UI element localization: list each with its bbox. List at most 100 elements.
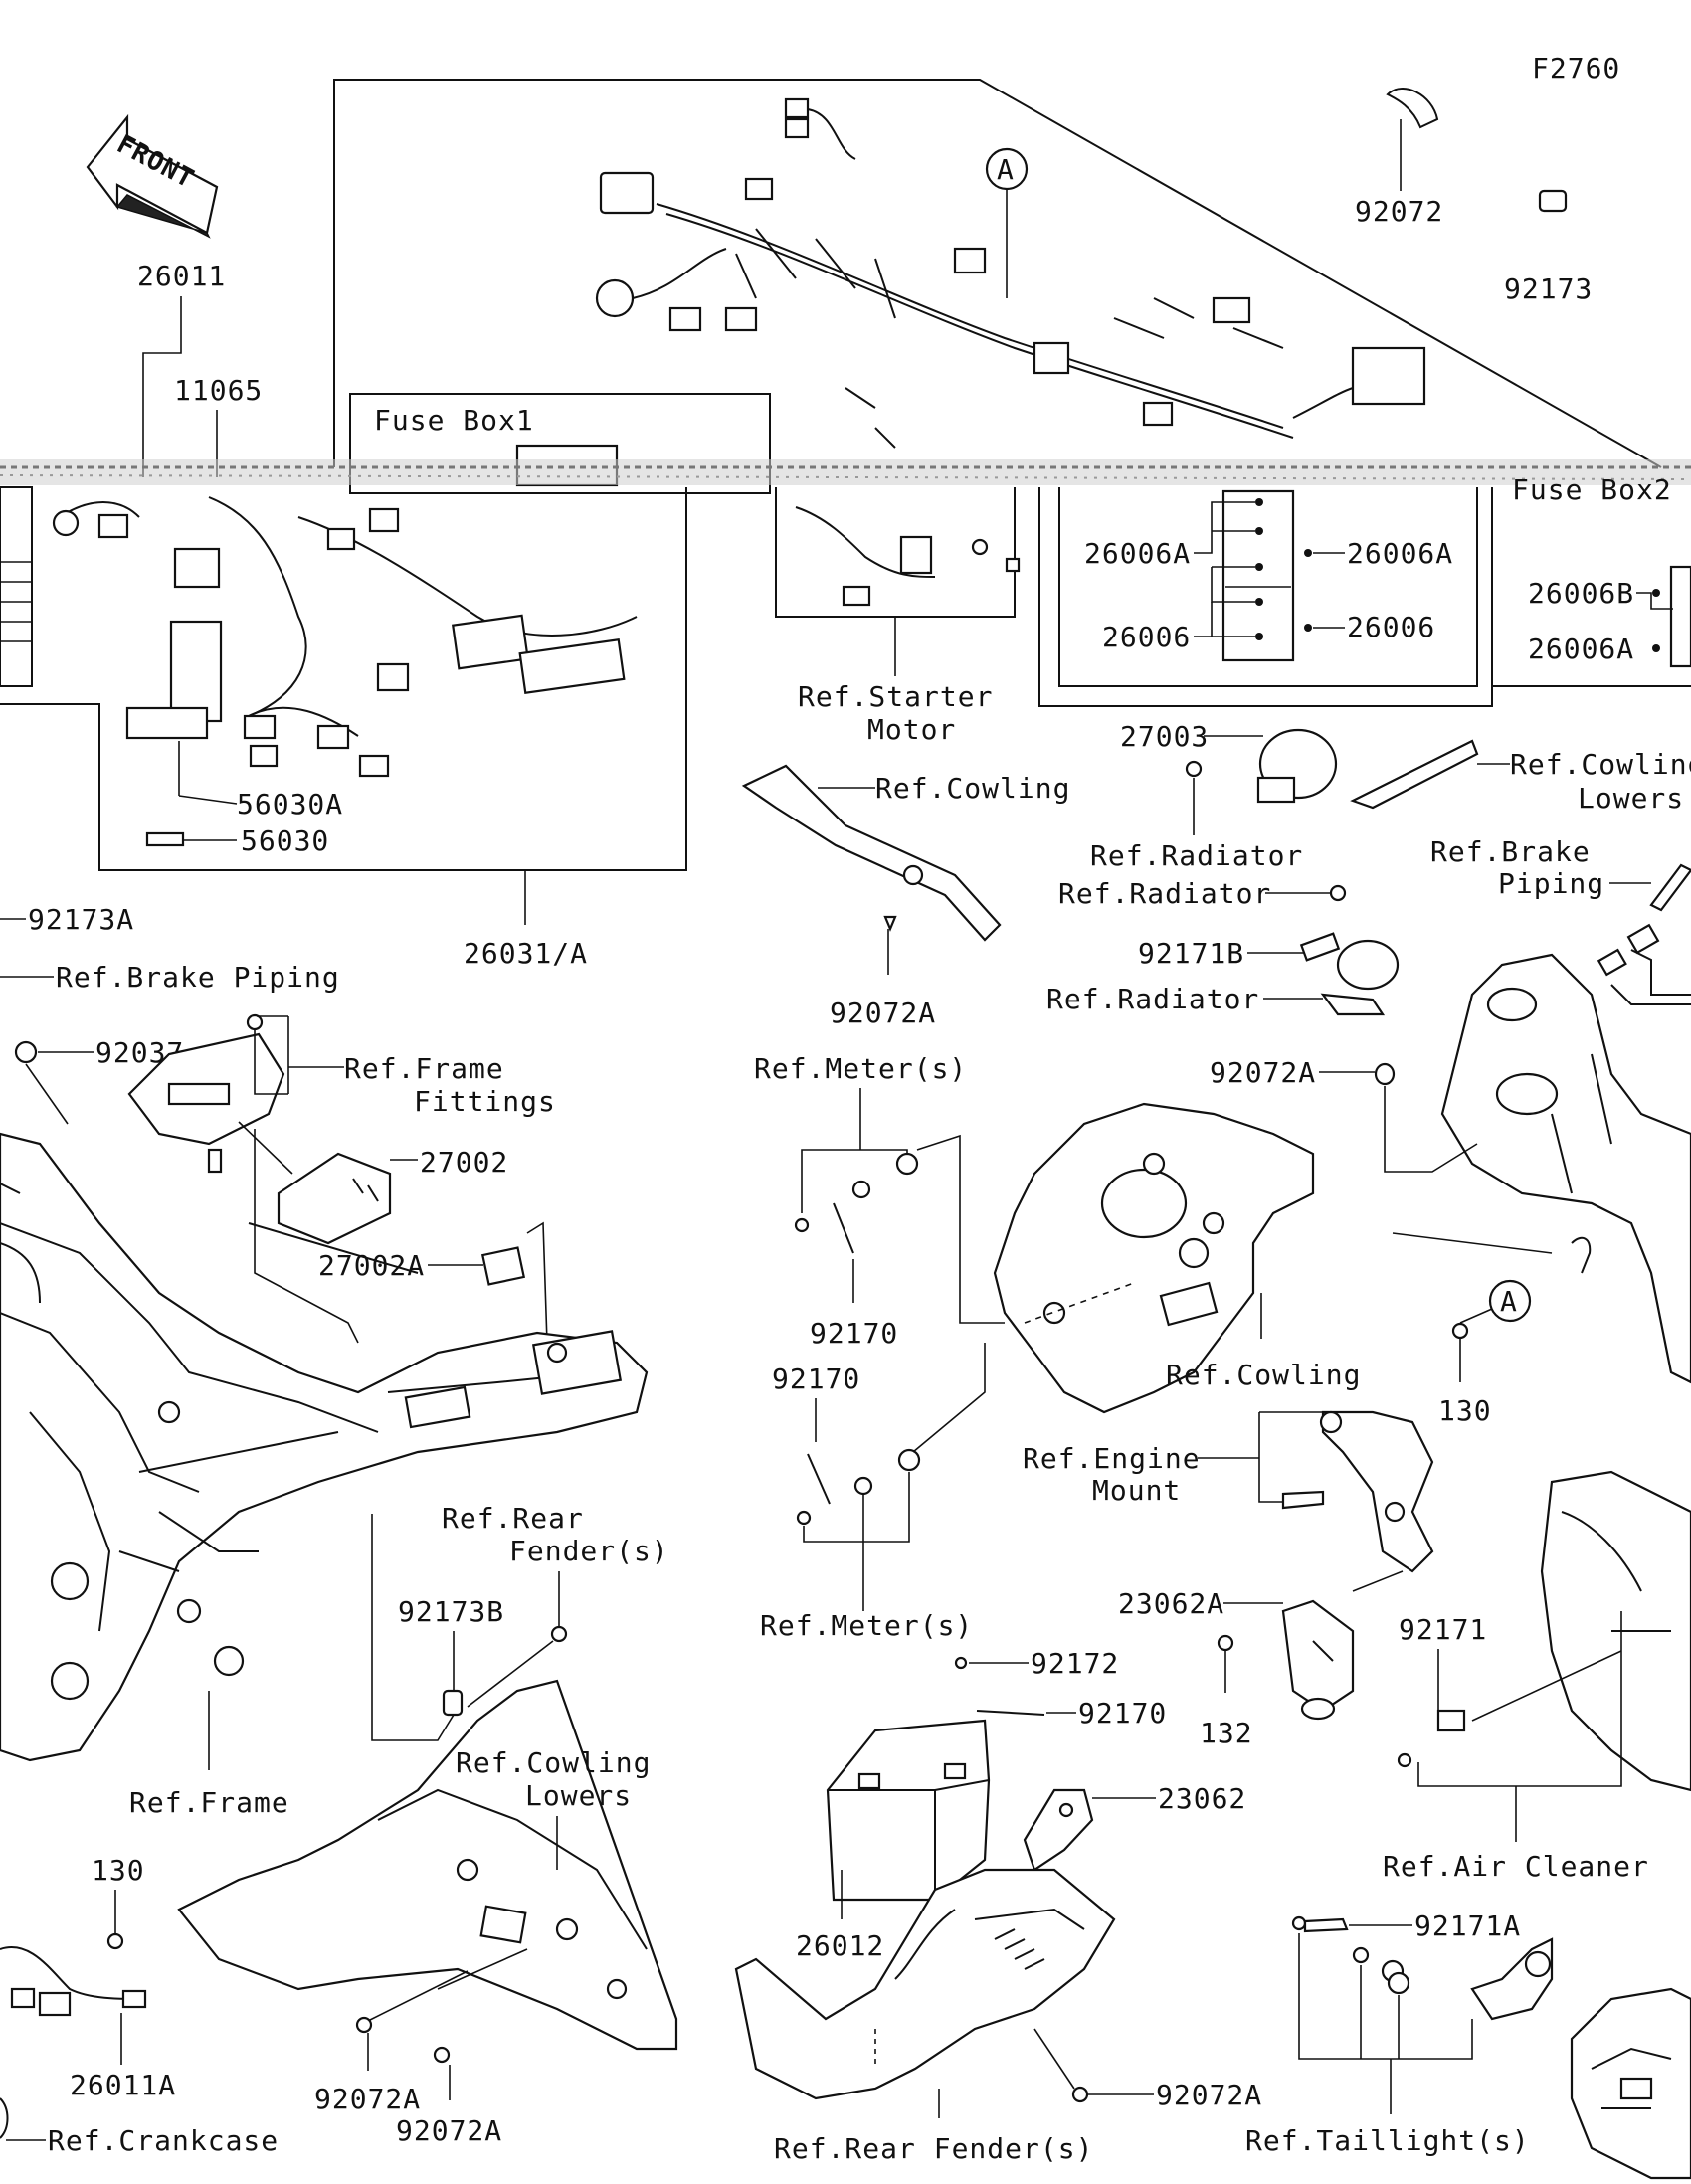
meter-mount-upper: Ref.Meter(s) 92170 bbox=[754, 1052, 1005, 1350]
ref-frame-fittings-2: Fittings bbox=[414, 1085, 556, 1118]
ref-starter-motor-line2: Motor bbox=[867, 713, 956, 746]
fuse-box1-title: Fuse Box1 bbox=[374, 404, 534, 437]
part-92172: 92172 bbox=[1031, 1647, 1119, 1680]
rear-fender-ref-group: Ref.Rear Fender(s) 92173B bbox=[371, 1502, 669, 1741]
ref-radiator-3: Ref.Radiator bbox=[1046, 983, 1259, 1015]
part-26006A-right: 26006A bbox=[1347, 537, 1453, 570]
ref-brake-piping-left: Ref.Brake Piping bbox=[56, 961, 340, 994]
marker-a-right: A 130 bbox=[1392, 1232, 1553, 1427]
part-26006A-left: 26006A bbox=[1084, 537, 1191, 570]
part-26006-left: 26006 bbox=[1102, 621, 1191, 653]
ref-meter-2: Ref.Meter(s) bbox=[760, 1609, 973, 1642]
frame-fittings-bracket: Ref.Frame Fittings bbox=[127, 1013, 556, 1174]
taillight-housing bbox=[1570, 1987, 1691, 2180]
ref-frame: Ref.Frame bbox=[129, 1786, 289, 1819]
part-26031A: 26031/A bbox=[464, 937, 588, 970]
starter-motor-box: Ref.Starter Motor bbox=[775, 487, 1021, 746]
ref-brake-piping-r1: Ref.Brake bbox=[1430, 835, 1591, 868]
engine-mount-bracket: Ref.Engine Mount bbox=[1023, 1410, 1434, 1573]
ref-radiator-1: Ref.Radiator bbox=[1090, 839, 1303, 872]
ref-rear-fender-2: Fender(s) bbox=[509, 1535, 669, 1567]
fuse-box2-title: Fuse Box2 bbox=[1512, 473, 1672, 506]
part-92072-top: 92072 bbox=[1355, 195, 1443, 228]
part-23062A-group: 23062A 132 bbox=[1118, 1570, 1404, 1749]
clamp-92072-top: 92072 bbox=[1355, 88, 1443, 228]
rear-fender-tray: 92072A Ref.Rear Fender(s) bbox=[734, 1868, 1262, 2165]
ref-rear-fender-3: Ref.Rear Fender(s) bbox=[774, 2132, 1093, 2165]
part-23062A: 23062A bbox=[1118, 1587, 1224, 1620]
part-92072A-b3: 92072A bbox=[1156, 2079, 1262, 2111]
inner-cowling: Ref.Cowling bbox=[993, 1102, 1360, 1414]
main-harness-box bbox=[333, 79, 1662, 468]
front-arrow-icon: FRONT bbox=[86, 113, 219, 239]
ref-cowling-lowers-1b: Lowers bbox=[1578, 782, 1684, 815]
part-132: 132 bbox=[1200, 1717, 1253, 1749]
part-26006A-fusebox2: 26006A bbox=[1528, 633, 1634, 665]
ref-engine-mount-2: Mount bbox=[1092, 1474, 1181, 1507]
figure-code: F2760 bbox=[1532, 52, 1620, 85]
ref-air-cleaner: Ref.Air Cleaner bbox=[1383, 1850, 1649, 1883]
ref-cowling-lowers-2b: Lowers bbox=[525, 1779, 632, 1812]
part-56030A: 56030A bbox=[237, 788, 343, 820]
part-130-left: 130 bbox=[92, 1854, 145, 1887]
ref-starter-motor-line1: Ref.Starter bbox=[798, 680, 993, 713]
sub-harness-26011A: 130 26011A Ref.Crankcase bbox=[0, 1854, 278, 2157]
part-23062: 23062 bbox=[1158, 1782, 1246, 1815]
part-27002A-group: 27002A bbox=[254, 1129, 548, 1344]
brake-piping-right: Ref.Brake Piping bbox=[1430, 835, 1691, 1005]
main-harness-wiring bbox=[595, 97, 1426, 449]
ref-frame-fittings-1: Ref.Frame bbox=[344, 1052, 504, 1085]
ref-rear-fender-1: Ref.Rear bbox=[442, 1502, 584, 1535]
bracket-23062: 23062 bbox=[1023, 1782, 1246, 1872]
battery-strap-group: 92172 92170 bbox=[954, 1647, 1167, 1729]
ref-cowling-1: Ref.Cowling bbox=[875, 772, 1070, 805]
ecu-27002: 27002 bbox=[238, 1121, 508, 1245]
ref-cowling-lowers-2a: Ref.Cowling bbox=[456, 1746, 651, 1779]
part-26011A: 26011A bbox=[70, 2069, 176, 2101]
part-27002: 27002 bbox=[420, 1146, 508, 1179]
marker-a-top-label: A bbox=[997, 153, 1015, 186]
part-26012: 26012 bbox=[796, 1929, 884, 1962]
ref-meter-1: Ref.Meter(s) bbox=[754, 1052, 967, 1085]
ref-cowling-lowers-1a: Ref.Cowling bbox=[1510, 748, 1691, 781]
taillight-group: 92171A Ref.Taillight(s) bbox=[1245, 1910, 1554, 2157]
part-27003: 27003 bbox=[1120, 720, 1209, 753]
part-26006-right: 26006 bbox=[1347, 611, 1435, 643]
part-92072A-right: 92072A bbox=[1210, 1056, 1316, 1089]
part-92171B: 92171B bbox=[1138, 937, 1244, 970]
horn-27003: 27003 Ref.Radiator Ref.Cowling Lowers bbox=[1090, 720, 1691, 872]
part-92173A: 92173A bbox=[28, 903, 134, 936]
part-92072A-mid: 92072A bbox=[830, 997, 936, 1029]
battery-26012: 26012 bbox=[796, 1719, 991, 1962]
ref-radiator-2: Ref.Radiator bbox=[1058, 877, 1271, 910]
part-92170-b: 92170 bbox=[772, 1363, 860, 1395]
marker-a-top: A bbox=[985, 147, 1029, 298]
clip-92173-top: 92173 bbox=[1504, 189, 1593, 305]
part-92072A-b2: 92072A bbox=[396, 2114, 502, 2147]
part-92173B: 92173B bbox=[398, 1595, 504, 1628]
part-92171: 92171 bbox=[1399, 1613, 1487, 1646]
part-56030: 56030 bbox=[241, 824, 329, 857]
marker-a-right-label: A bbox=[1500, 1285, 1518, 1318]
ref-engine-mount-1: Ref.Engine bbox=[1023, 1442, 1201, 1475]
meter-mount-lower: 92170 Ref.Meter(s) bbox=[760, 1343, 986, 1642]
ref-brake-piping-r2: Piping bbox=[1498, 867, 1604, 900]
fuse-box2: Fuse Box2 26006B 26006A bbox=[1491, 473, 1691, 687]
part-27002A: 27002A bbox=[318, 1249, 425, 1282]
part-130-right: 130 bbox=[1438, 1394, 1492, 1427]
lower-cowling: Ref.Cowling Lowers 92072A 92072A bbox=[177, 1679, 678, 2147]
part-92173-top: 92173 bbox=[1504, 273, 1593, 305]
sub-harness-box: 56030A 56030 26031/A bbox=[0, 486, 687, 970]
ref-taillight: Ref.Taillight(s) bbox=[1245, 2124, 1530, 2157]
frame-head-right: 92072A bbox=[1210, 953, 1691, 1384]
main-frame: Ref.Frame bbox=[0, 1132, 649, 1819]
part-92037-group: 92037 bbox=[14, 1036, 183, 1125]
cowling-bracket: Ref.Cowling 92072A bbox=[741, 764, 1070, 1029]
part-92170-c: 92170 bbox=[1078, 1697, 1167, 1729]
scan-noise-band bbox=[0, 459, 1691, 485]
radiator-cap-group: Ref.Radiator 92171B Ref.Radiator bbox=[1046, 877, 1400, 1016]
part-26006B-fusebox2: 26006B bbox=[1528, 577, 1634, 610]
part-11065: 11065 bbox=[174, 374, 263, 407]
air-cleaner-cover: 92171 Ref.Air Cleaner bbox=[1383, 1470, 1691, 1883]
